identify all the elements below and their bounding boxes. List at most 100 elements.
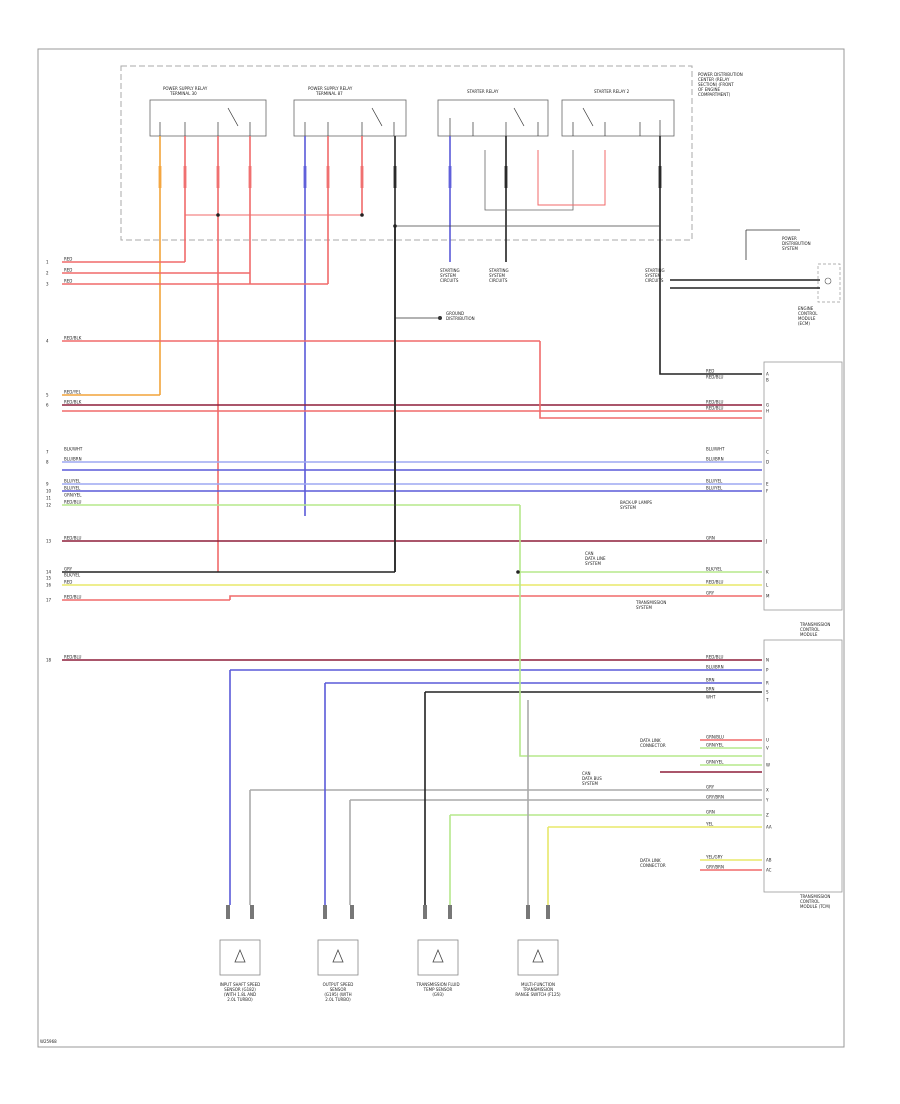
right-pin-label: N	[766, 658, 769, 663]
right-wire-code: GRN	[706, 810, 715, 815]
right-pin-label: L	[766, 583, 769, 588]
left-wire-code: RED/BLU	[64, 595, 82, 600]
right-pin-label: J	[765, 539, 767, 544]
wire-code-tag	[216, 166, 220, 188]
right-pin-label: H	[766, 409, 769, 414]
left-pin-label: 15	[46, 576, 52, 581]
sensor-terminal	[350, 905, 354, 919]
right-pin-label: X	[766, 788, 769, 793]
sensor-terminal	[526, 905, 530, 919]
right-pin-label: V	[766, 746, 769, 751]
splice-dot	[516, 570, 520, 574]
right-wire-code: BLU/YEL	[706, 486, 723, 491]
left-pin-label: 4	[46, 339, 49, 344]
svg-text:POWER SUPPLY RELAY: POWER SUPPLY RELAY	[163, 86, 208, 91]
harness-wire	[229, 595, 762, 600]
right-wire-code: BLU/BRN	[706, 457, 724, 462]
sensor-terminal	[226, 905, 230, 919]
left-wire-code: RED	[64, 580, 72, 585]
svg-text:TERMINAL 87: TERMINAL 87	[315, 91, 343, 96]
right-pin-label: A	[766, 372, 769, 377]
relay-starter-2: STARTER RELAY 2	[561, 89, 675, 137]
left-pin-label: 14	[46, 570, 52, 575]
sensor-icon	[234, 948, 246, 963]
harness-wires	[62, 213, 820, 905]
splice-dot	[216, 213, 220, 217]
left-wire-code: RED/YEL	[64, 390, 82, 395]
right-pin-label: E	[766, 482, 769, 487]
right-wire-labels: REDARED/BLUBBLU/WHTCBLU/BRNDBLU/YELEBLU/…	[705, 369, 772, 873]
left-pin-label: 5	[46, 393, 49, 398]
harness-wire	[539, 341, 762, 419]
right-wire-code: RED	[706, 369, 714, 374]
left-wire-code: RED/BLU	[64, 655, 82, 660]
wire-code-tag	[248, 166, 252, 188]
right-wire-code: GRN	[706, 536, 715, 541]
relay-power-supply-87: POWER SUPPLY RELAY TERMINAL 87	[293, 86, 407, 137]
relay-panel-title: POWER DISTRIBUTION CENTER (RELAY SECTION…	[698, 72, 744, 97]
wire-code-tag	[504, 166, 508, 188]
right-wire-code: RED/BLU	[706, 406, 724, 411]
left-pin-label: 16	[46, 583, 52, 588]
relay-jumpers	[185, 150, 660, 227]
right-wire-code: BRN	[706, 678, 715, 683]
right-pin-label: D	[766, 460, 769, 465]
right-wire-code: GRY/BRN	[706, 795, 724, 800]
ground-icon	[438, 316, 442, 320]
sensor-body	[517, 939, 559, 976]
right-wire-code: GRY/BRN	[706, 865, 724, 870]
right-wire-code: BLU/YEL	[706, 479, 723, 484]
right-wire-code: RED/BLU	[706, 375, 724, 380]
right-pin-label: U	[766, 738, 769, 743]
right-pin-label: G	[766, 403, 769, 408]
right-pin-label: R	[766, 681, 769, 686]
left-pin-label: 18	[46, 658, 52, 663]
right-pin-label: C	[766, 450, 769, 455]
right-wire-code: GRN/BLU	[706, 735, 724, 740]
right-wire-code: BRN	[706, 687, 715, 692]
sensor-icon	[532, 948, 544, 963]
left-wire-code: BLU/YEL	[64, 486, 81, 491]
sensor-terminal	[546, 905, 550, 919]
sensor-body	[417, 939, 459, 976]
right-wire-code: GRN/YEL	[706, 743, 724, 748]
right-wire-code: BLU/BRN	[706, 665, 724, 670]
left-wire-code: BLU/YEL	[64, 479, 81, 484]
right-wire-code: YEL	[705, 822, 714, 827]
left-pin-label: 3	[46, 282, 49, 287]
harness-wire	[659, 262, 762, 375]
left-pin-label: 2	[46, 271, 49, 276]
sensor-terminal	[250, 905, 254, 919]
right-wire-code: BLK/YEL	[706, 567, 723, 572]
right-pin-label: W	[766, 763, 770, 768]
left-wire-code: BLK/YEL	[64, 573, 81, 578]
wire-code-tag	[326, 166, 330, 188]
right-wire-code: RED/BLU	[706, 400, 724, 405]
right-wire-code: GRY	[706, 785, 715, 790]
right-pin-label: T	[765, 698, 769, 703]
left-pin-label: 12	[46, 503, 52, 508]
relay-starter-1: STARTER RELAY	[437, 89, 549, 137]
left-pin-label: 7	[46, 450, 49, 455]
left-wire-code: RED/BLU	[64, 500, 82, 505]
left-wire-code: BLU/BRN	[64, 457, 82, 462]
left-wire-code: RED	[64, 279, 72, 284]
left-pin-label: 17	[46, 598, 52, 603]
